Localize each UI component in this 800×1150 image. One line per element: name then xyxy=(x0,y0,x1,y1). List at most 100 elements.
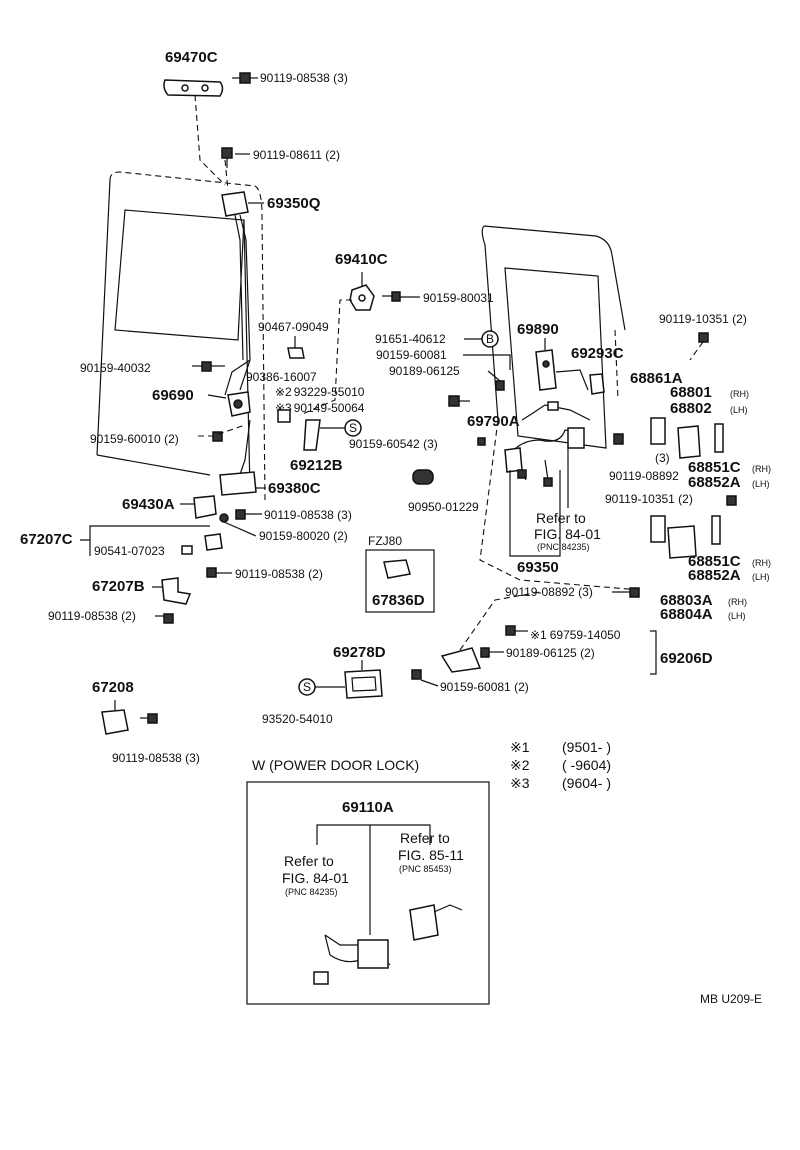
part-number-69212b: 69212B xyxy=(290,457,343,474)
note-mark-2: ※2 xyxy=(275,385,292,399)
part-number-69759: 69759-14050 xyxy=(550,628,621,642)
part-number-90541-07023: 90541-07023 xyxy=(94,544,165,558)
part-number-90119-08538-2b: 90119-08538 (2) xyxy=(48,609,136,623)
part-number-69293c: 69293C xyxy=(571,345,624,362)
group-bracket-69110a xyxy=(316,824,431,935)
rh-label-68803a: (RH) xyxy=(728,597,747,607)
part-number-67208: 67208 xyxy=(92,679,134,696)
part-number-68802: 68802 xyxy=(670,400,712,417)
grommet-icon xyxy=(412,469,434,485)
diagram-id: MB U209-E xyxy=(700,992,762,1006)
legend-mark: ※2 xyxy=(510,757,530,773)
bolt-icon xyxy=(235,509,246,520)
lh-label-68804a: (LH) xyxy=(728,611,746,621)
part-number-68851c-b: 68851C xyxy=(688,553,741,570)
lh-label-68852a-a: (LH) xyxy=(752,479,770,489)
part-number-90189-06125b: 90189-06125 (2) xyxy=(506,646,595,660)
clip-icon xyxy=(287,347,305,359)
left-door-panel xyxy=(96,171,266,501)
leader-69470c xyxy=(194,94,226,186)
part-number-90119-10351b: 90119-10351 (2) xyxy=(605,492,693,506)
power-door-lock-inset xyxy=(246,781,490,1005)
part-lock-actuator xyxy=(409,904,463,941)
part-number-68861a: 68861A xyxy=(630,370,683,387)
refer-fig-85-11: FIG. 85-11 xyxy=(398,847,464,863)
part-number-69470c: 69470C xyxy=(165,49,218,66)
part-69790a xyxy=(529,401,591,421)
part-number-90386-16007: 90386-16007 xyxy=(246,370,317,384)
part-68861a xyxy=(650,417,666,445)
refer-to-label-1: Refer to xyxy=(536,510,586,526)
bolt-icon xyxy=(232,72,251,84)
nut-icon xyxy=(480,647,490,658)
sealant-marker-s: S xyxy=(298,678,316,696)
legend-mark: ※3 xyxy=(510,775,530,791)
part-number-90119-08538-2a: 90119-08538 (2) xyxy=(235,567,323,581)
screw-icon xyxy=(448,395,460,407)
part-number-68851c-a: 68851C xyxy=(688,459,741,476)
part-67207b xyxy=(161,577,192,605)
part-number-90119-08892a: 90119-08892 xyxy=(609,469,679,483)
marker-s2-label: S xyxy=(303,680,311,694)
part-number-69206d: 69206D xyxy=(660,650,713,667)
part-number-69430a: 69430A xyxy=(122,496,175,513)
part-number-90159-60081a: 90159-60081 xyxy=(376,348,447,362)
sealant-marker-s: S xyxy=(344,419,362,437)
grommet-icon xyxy=(181,545,193,555)
part-number-69110a: 69110A xyxy=(342,799,394,816)
part-number-68803a: 68803A xyxy=(660,592,713,609)
part-67207c xyxy=(204,533,223,551)
clip-icon xyxy=(277,409,291,423)
leader-line xyxy=(223,521,257,537)
bolt-icon xyxy=(221,147,233,168)
lh-label-68852a-b: (LH) xyxy=(752,572,770,582)
part-number-90189-06125a: 90189-06125 xyxy=(389,364,460,378)
group-bracket-69206d xyxy=(650,630,657,675)
part-69278d xyxy=(344,669,383,699)
screw-icon xyxy=(505,625,516,636)
part-number-90159-40032: 90159-40032 xyxy=(80,361,151,375)
marker-b-label: B xyxy=(486,332,494,346)
legend-mark: ※1 xyxy=(510,739,530,755)
part-number-90119-08611: 90119-08611 (2) xyxy=(253,148,340,162)
part-number-68804a: 68804A xyxy=(660,606,713,623)
part-69350q xyxy=(221,191,251,391)
part-number-68852a-a: 68852A xyxy=(688,474,741,491)
part-number-90119-08538-3b: 90119-08538 (3) xyxy=(264,508,352,522)
part-number-90159-60542: 90159-60542 (3) xyxy=(349,437,438,451)
leader-line xyxy=(420,679,439,687)
legend-range: ( -9604) xyxy=(562,757,611,773)
group-bracket-67207c xyxy=(80,525,210,556)
part-number-93520-54010: 93520-54010 xyxy=(262,712,333,726)
leader-69410c xyxy=(299,299,352,416)
nut-icon xyxy=(219,513,229,523)
bolt-icon xyxy=(163,613,174,624)
part-69350 xyxy=(504,427,585,487)
part-69293c xyxy=(555,369,605,395)
part-number-68801: 68801 xyxy=(670,384,712,401)
part-number-68852a-b: 68852A xyxy=(688,567,741,584)
screw-icon xyxy=(411,669,422,680)
bolt-icon xyxy=(629,587,640,598)
part-number-67207c: 67207C xyxy=(20,531,73,548)
marker-b: B xyxy=(481,330,499,348)
part-69890 xyxy=(535,349,557,391)
part-number-69278d: 69278D xyxy=(333,644,386,661)
nut-icon xyxy=(495,380,505,391)
part-number-90149: 90149-50064 xyxy=(294,401,365,415)
refer-pnc-85453: (PNC 85453) xyxy=(399,864,452,874)
part-number-90159-60081b: 90159-60081 (2) xyxy=(440,680,529,694)
part-number-90119-08538-3c: 90119-08538 (3) xyxy=(112,751,200,765)
part-69206d xyxy=(440,647,482,673)
lh-label-68802: (LH) xyxy=(730,405,748,415)
part-number-69890: 69890 xyxy=(517,321,559,338)
part-68801 xyxy=(677,423,724,459)
qty-3-label: (3) xyxy=(655,451,670,465)
part-69110a-harness xyxy=(313,934,391,985)
legend-range: (9501- ) xyxy=(562,739,611,755)
note-mark-1: ※1 xyxy=(530,628,547,642)
rh-label-68801: (RH) xyxy=(730,389,749,399)
